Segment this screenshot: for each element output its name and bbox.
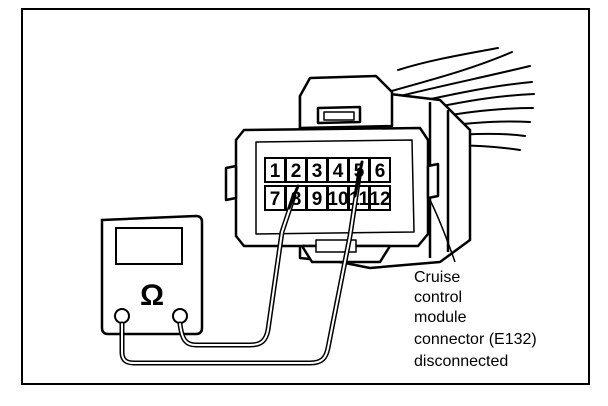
meter-display xyxy=(115,227,183,265)
probe-tip-pin-8 xyxy=(287,184,300,210)
pin-label: 8 xyxy=(291,189,302,210)
pin-label: 4 xyxy=(333,161,344,182)
pin-label: 9 xyxy=(312,189,323,210)
ohm-symbol: Ω xyxy=(140,279,164,312)
meter-jack-left xyxy=(114,308,130,324)
pin-label: 7 xyxy=(270,189,281,210)
label-line-3: module xyxy=(414,309,467,326)
label-line-2: control xyxy=(414,289,462,306)
pin-label: 10 xyxy=(327,189,348,210)
pin-cell-12 xyxy=(369,185,391,211)
label-leader-line xyxy=(429,199,456,263)
pin-cell-6 xyxy=(369,157,391,183)
test-leads xyxy=(119,160,364,366)
pin-label: 1 xyxy=(270,161,281,182)
pin-label: 12 xyxy=(369,189,390,210)
ohmmeter: Ω xyxy=(100,214,204,336)
pin-label: 3 xyxy=(312,161,323,182)
connector-label: Cruise control module connector (E132) d… xyxy=(414,269,537,370)
label-line-4: connector (E132) xyxy=(414,331,537,348)
pin-label: 2 xyxy=(291,161,302,182)
diagram-frame xyxy=(21,8,590,385)
label-line-5: disconnected xyxy=(414,353,508,370)
label-line-1: Cruise xyxy=(414,269,460,286)
pin-label: 6 xyxy=(375,161,386,182)
probe-tip-pin-5 xyxy=(353,160,364,198)
meter-jack-right xyxy=(172,308,188,324)
